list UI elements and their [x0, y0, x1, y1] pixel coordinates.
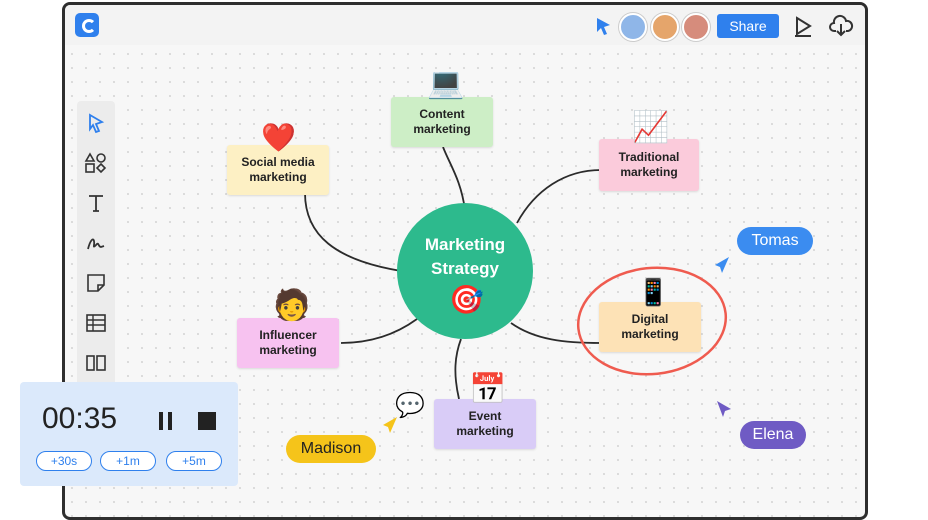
timer-panel: 00:35 +30s +1m +5m: [20, 382, 238, 486]
avatar-user-2[interactable]: [651, 13, 679, 41]
node-event-line2: marketing: [456, 424, 514, 438]
node-content-line2: marketing: [413, 122, 471, 136]
table-icon[interactable]: [84, 311, 108, 335]
connector-digital: [510, 322, 602, 344]
text-tool-icon[interactable]: [84, 191, 108, 215]
whiteboard-canvas[interactable]: Share: [62, 2, 868, 520]
node-digital-line1: Digital: [631, 312, 669, 326]
node-influencer-line1: Influencer: [259, 328, 317, 342]
target-icon: 🎯: [449, 284, 484, 315]
add-1m-button[interactable]: +1m: [100, 451, 156, 471]
connector-social: [304, 192, 402, 272]
phone-icon: 📱: [637, 277, 670, 307]
sticky-note-icon[interactable]: [84, 271, 108, 295]
elena-name: Elena: [752, 426, 794, 443]
cursor-arrow-elena-icon: [717, 401, 731, 417]
cursor-arrow-tomas-icon: [715, 257, 729, 273]
avatar-user-1[interactable]: [619, 13, 647, 41]
stop-icon[interactable]: [196, 410, 218, 432]
highlight-circle: [576, 266, 728, 376]
node-event-line1: Event: [468, 409, 502, 423]
node-traditional-line1: Traditional: [618, 150, 680, 164]
node-content-line1: Content: [419, 107, 465, 121]
heart-icon: ❤️: [261, 122, 296, 153]
avatar-user-3[interactable]: [682, 13, 710, 41]
share-button[interactable]: Share: [717, 14, 779, 38]
cloud-download-icon[interactable]: [828, 13, 854, 39]
laptop-icon: 💻: [427, 67, 465, 100]
node-influencer-line2: marketing: [259, 343, 317, 357]
hub-line2: Strategy: [430, 259, 500, 278]
cursor-label-madison: Madison: [286, 435, 376, 463]
add-30s-button[interactable]: +30s: [36, 451, 92, 471]
present-play-icon[interactable]: [790, 13, 816, 39]
connector-event: [454, 338, 462, 400]
left-toolbar: [77, 101, 115, 401]
node-traditional-line2: marketing: [620, 165, 678, 179]
app-logo-icon[interactable]: [75, 13, 99, 37]
pen-draw-icon[interactable]: [84, 231, 108, 255]
connector-content: [442, 146, 466, 211]
chart-increasing-icon: 📈: [632, 111, 670, 144]
node-social-line2: marketing: [249, 170, 307, 184]
hub-line1: Marketing: [424, 235, 506, 254]
calendar-icon: 📅: [469, 373, 507, 406]
shapes-icon[interactable]: [84, 151, 108, 175]
connector-lines: [304, 146, 728, 400]
timer-display: 00:35: [42, 402, 118, 435]
connector-influencer: [340, 318, 418, 344]
cursor-label-elena: Elena: [740, 421, 806, 449]
person-icon: 🧑: [273, 289, 311, 322]
comment-icon: 💬: [395, 392, 425, 419]
columns-frame-icon[interactable]: [84, 351, 108, 375]
node-digital-line2: marketing: [621, 327, 679, 341]
tomas-name: Tomas: [751, 232, 799, 249]
add-5m-button[interactable]: +5m: [166, 451, 222, 471]
pointer-cursor-icon: [597, 18, 610, 35]
cursor-arrow-madison-icon: [383, 417, 397, 433]
top-bar: Share: [65, 5, 865, 45]
cursor-label-tomas: Tomas: [737, 227, 813, 255]
pause-icon[interactable]: [156, 410, 176, 432]
madison-name: Madison: [300, 440, 362, 457]
node-social-line1: Social media: [241, 155, 315, 169]
connector-traditional: [516, 169, 602, 224]
select-arrow-icon[interactable]: [84, 111, 108, 135]
